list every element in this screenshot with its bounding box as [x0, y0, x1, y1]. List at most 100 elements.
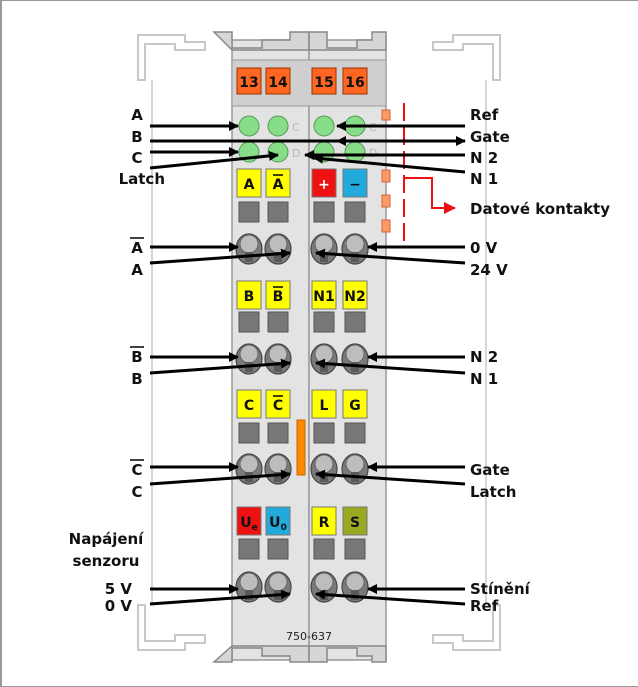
- side-contact: [381, 219, 391, 233]
- label-ref: Ref: [470, 106, 499, 124]
- label-0v: 0 V: [105, 597, 133, 615]
- label-b-top: B: [131, 348, 142, 366]
- slot-tag: [265, 280, 291, 310]
- spring-clamp: [310, 233, 338, 265]
- signal-arrow: [149, 150, 279, 170]
- slot-tag: [265, 168, 291, 198]
- label-supply-line2: senzoru: [73, 552, 140, 570]
- signal-arrow: [149, 469, 291, 486]
- spring-clamp: [235, 233, 263, 265]
- status-led: [238, 115, 260, 137]
- slot-square: [344, 311, 366, 333]
- connector-box: [265, 67, 291, 95]
- slot-tag-label: S: [350, 515, 360, 531]
- slot-tag: [311, 168, 337, 198]
- signal-arrow: [149, 248, 291, 265]
- signal-arrow: [315, 469, 466, 486]
- slot-tag: [236, 506, 262, 536]
- status-led: [267, 115, 289, 137]
- slot-tag: [311, 280, 337, 310]
- status-led: [313, 115, 335, 137]
- spring-clamp: [310, 343, 338, 375]
- slot-tag: [342, 506, 368, 536]
- slot-tag: [342, 389, 368, 419]
- connector-numbers: 13 14 15 16: [236, 67, 368, 95]
- side-contact: [381, 169, 391, 183]
- slot-square: [267, 201, 289, 223]
- signal-arrow: [315, 248, 466, 265]
- slot-square: [344, 201, 366, 223]
- slot-square: [238, 422, 260, 444]
- connector-number: 14: [268, 75, 288, 91]
- slot-square: [238, 311, 260, 333]
- label-led-c: C: [131, 149, 142, 167]
- slot-tag-label: B: [244, 289, 255, 305]
- label-c-bottom: C: [131, 483, 142, 501]
- slot-tag-label: B: [273, 289, 284, 305]
- slot-tag-label: N2: [344, 289, 365, 305]
- slot-tag: [265, 506, 291, 536]
- model-number: 750-637: [286, 630, 332, 643]
- label-n2: N 2: [470, 149, 498, 167]
- slot-tag: [311, 389, 337, 419]
- connector-number: 15: [314, 75, 333, 91]
- slot-square: [267, 311, 289, 333]
- signal-arrow: [313, 153, 466, 174]
- spring-clamp: [310, 453, 338, 485]
- connector-number: 16: [345, 75, 364, 91]
- slot-tag-label: L: [320, 398, 329, 414]
- slot-square: [344, 422, 366, 444]
- label-n1: N 1: [470, 170, 498, 188]
- slot-square: [313, 201, 335, 223]
- spring-clamp: [341, 453, 369, 485]
- slot-tag-label: R: [319, 515, 330, 531]
- slot-square: [238, 538, 260, 560]
- signal-arrows: [149, 121, 466, 606]
- label-24v: 24 V: [470, 261, 508, 279]
- label-gate-low: Gate: [470, 461, 510, 479]
- signal-arrow: [149, 358, 291, 375]
- slot-tag-label: A: [244, 177, 255, 193]
- label-0v-top: 0 V: [470, 239, 498, 257]
- slot-square: [267, 538, 289, 560]
- slot-tag-label: C: [244, 398, 254, 414]
- label-led-b: B: [131, 128, 142, 146]
- slot-squares: [238, 201, 366, 560]
- led-ghost-label: C: [292, 121, 300, 134]
- slot-tag: [265, 389, 291, 419]
- slot-tag: [236, 389, 262, 419]
- slot-tag: [311, 506, 337, 536]
- side-contact: [381, 194, 391, 208]
- status-led: [267, 141, 289, 163]
- orange-strip: [296, 419, 306, 476]
- signal-arrow: [315, 358, 466, 375]
- signal-arrow: [315, 589, 466, 606]
- slot-tag-label: +: [318, 177, 330, 193]
- led-ghost-label: D: [292, 147, 300, 160]
- slot-tag: [342, 168, 368, 198]
- label-shield: Stínění: [470, 580, 531, 598]
- slot-tag-label: N1: [313, 289, 334, 305]
- label-a-bottom: A: [131, 261, 143, 279]
- spring-clamp: [264, 453, 292, 485]
- spring-clamp: [235, 571, 263, 603]
- slot-tag-label: A: [273, 177, 284, 193]
- connector-number: 13: [239, 75, 258, 91]
- label-5v: 5 V: [105, 580, 133, 598]
- label-led-a: A: [131, 106, 143, 124]
- label-ref-bottom: Ref: [470, 597, 499, 615]
- slot-tag: [236, 280, 262, 310]
- spring-clamp: [341, 233, 369, 265]
- spring-clamp: [264, 233, 292, 265]
- left-labels: A B C Latch A A B B C C Napájení senzoru…: [69, 106, 165, 615]
- data-contacts-marker: [403, 103, 456, 242]
- connector-box: [236, 67, 262, 95]
- label-n1-mid: N 1: [470, 370, 498, 388]
- label-n2-mid: N 2: [470, 348, 498, 366]
- slot-tag-label: −: [349, 177, 361, 193]
- slot-tag: [342, 280, 368, 310]
- status-led: [344, 141, 366, 163]
- slot-tag-label: C: [273, 398, 283, 414]
- spring-clamp: [235, 343, 263, 375]
